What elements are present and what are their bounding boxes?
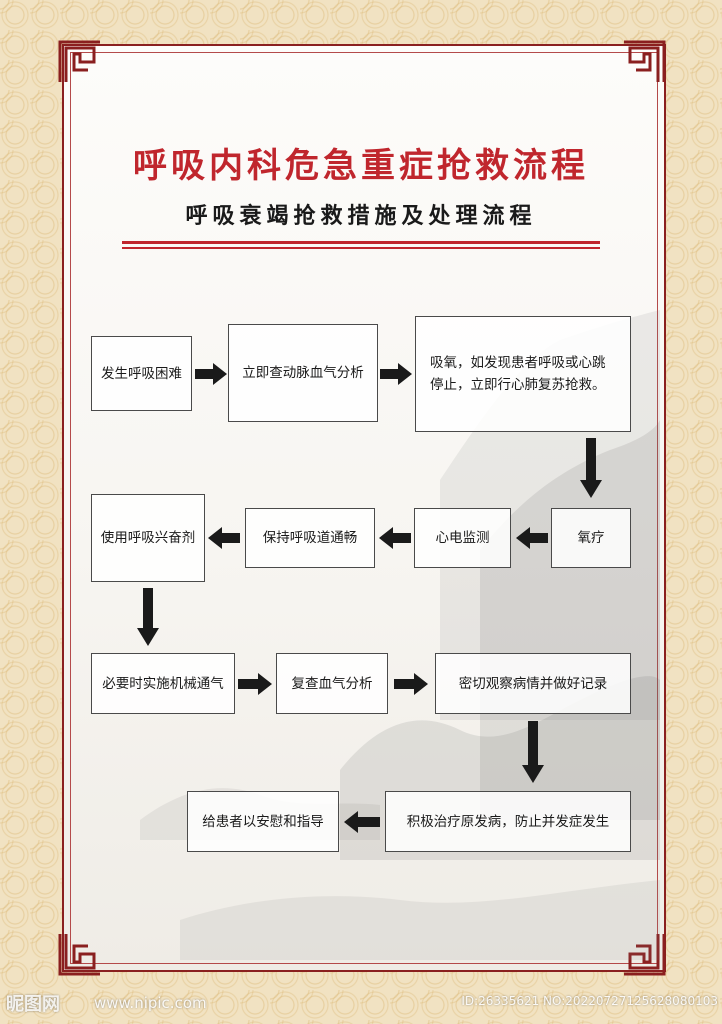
flow-step-blood-gas-analysis: 立即查动脉血气分析 [228,324,378,422]
arrow-right-icon [380,363,412,385]
corner-ornament-icon [58,40,102,84]
arrow-right-icon [238,673,272,695]
flow-step-observe-and-record: 密切观察病情并做好记录 [435,653,631,714]
flow-step-respiratory-stimulant: 使用呼吸兴奋剂 [91,494,205,582]
flow-step-treat-primary-disease: 积极治疗原发病，防止并发症发生 [385,791,631,852]
arrow-left-icon [344,811,380,833]
corner-ornament-icon [622,40,666,84]
flow-step-oxygen-cpr-line1: 吸氧，如发现患者呼吸或心跳 [430,355,606,371]
flow-step-mechanical-ventilation: 必要时实施机械通气 [91,653,235,714]
corner-ornament-icon [622,932,666,976]
arrow-left-icon [208,527,240,549]
main-title: 呼吸内科危急重症抢救流程 [133,146,589,186]
corner-ornament-icon [58,932,102,976]
sub-title: 呼吸衰竭抢救措施及处理流程 [185,204,537,229]
arrow-down-icon [137,588,159,646]
flow-step-ecg-monitoring: 心电监测 [414,508,511,568]
flow-step-breathing-difficulty: 发生呼吸困难 [91,336,192,411]
arrow-right-icon [195,363,227,385]
flow-step-oxygen-cpr-line2: 停止，立即行心肺复苏抢救。 [430,377,606,393]
panel-inner-border [70,52,658,964]
arrow-down-icon [522,721,544,783]
flow-step-airway-patency: 保持呼吸道通畅 [245,508,375,568]
arrow-right-icon [394,673,428,695]
flow-step-oxygen-cpr: 吸氧，如发现患者呼吸或心跳 停止，立即行心肺复苏抢救。 [415,316,631,432]
flow-step-oxygen-therapy: 氧疗 [551,508,631,568]
watermark-url: www.nipic.com [94,994,207,1012]
arrow-down-icon [580,438,602,498]
arrow-left-icon [379,527,411,549]
watermark-id: ID:26335621 NO:20220727125628080103 [461,994,718,1008]
title-divider [122,247,600,249]
arrow-left-icon [516,527,548,549]
watermark-logo: 昵图网 [6,994,60,1015]
title-divider [122,241,600,244]
flow-step-recheck-blood-gas: 复查血气分析 [276,653,388,714]
flow-step-comfort-and-guidance: 给患者以安慰和指导 [187,791,339,852]
